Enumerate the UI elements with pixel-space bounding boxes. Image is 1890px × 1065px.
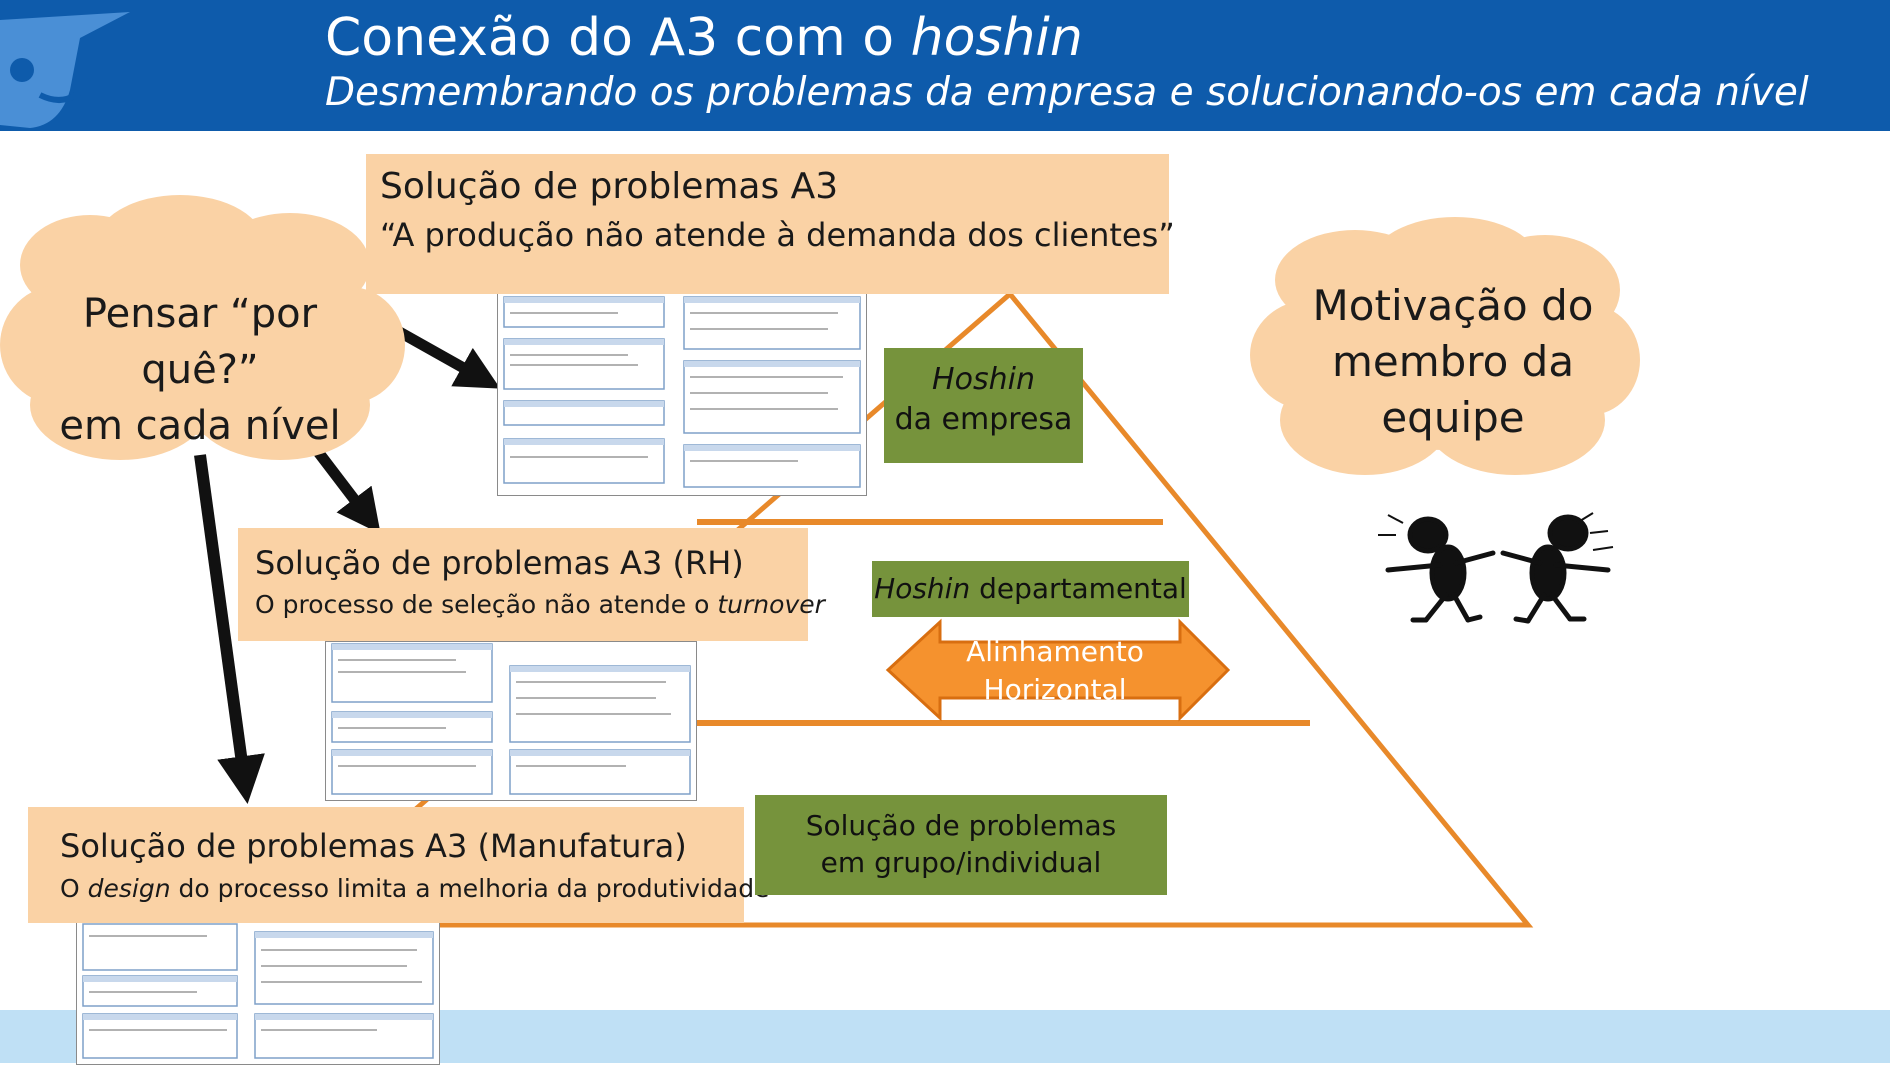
a3-box-rh-title: Solução de problemas A3 (RH) bbox=[255, 544, 744, 582]
a3-document-thumbnail bbox=[325, 641, 697, 801]
a3-document-thumbnail bbox=[497, 292, 867, 496]
hoshin-empresa-label: Hoshin da empresa bbox=[884, 348, 1083, 463]
arrow-to-top-a3 bbox=[393, 325, 501, 389]
a3-box-company-problem: “A produção não atende à demanda dos cli… bbox=[380, 216, 1175, 254]
hoshin-departamental-label: Hoshin departamental bbox=[872, 561, 1189, 617]
cloud-left-text: Pensar “por quê?” em cada nível bbox=[59, 291, 341, 449]
alignment-arrow-label: Alinhamento Horizontal bbox=[966, 635, 1144, 706]
down-arrow-icon bbox=[194, 454, 265, 805]
alignment-arrow bbox=[885, 618, 1231, 722]
a3-box-rh: Solução de problemas A3 (RH) O processo … bbox=[238, 528, 825, 641]
dancing-figures-icon bbox=[1378, 512, 1614, 624]
a3-box-manufatura-title: Solução de problemas A3 (Manufatura) bbox=[60, 827, 687, 865]
a3-box-rh-problem: O processo de seleção não atende o turno… bbox=[255, 590, 825, 619]
page-subtitle: Desmembrando os problemas da empresa e s… bbox=[325, 70, 1809, 115]
page-title: Conexão do A3 com o hoshin bbox=[325, 8, 1083, 68]
cloud-right bbox=[1250, 217, 1640, 475]
cloud-left bbox=[0, 195, 405, 460]
a3-document-thumbnail bbox=[76, 921, 440, 1065]
logo-icon bbox=[0, 12, 130, 128]
solucao-grupo-label: Solução de problemas em grupo/individual bbox=[755, 795, 1167, 895]
cloud-right-text: Motivação do membro da equipe bbox=[1312, 281, 1594, 442]
a3-box-manufatura-problem: O design do processo limita a melhoria d… bbox=[60, 874, 770, 903]
a3-box-manufatura: Solução de problemas A3 (Manufatura) O d… bbox=[28, 807, 769, 923]
a3-box-company-title: Solução de problemas A3 bbox=[380, 166, 839, 207]
header-bar bbox=[0, 0, 1890, 131]
a3-box-company: Solução de problemas A3 “A produção não … bbox=[366, 154, 1175, 294]
